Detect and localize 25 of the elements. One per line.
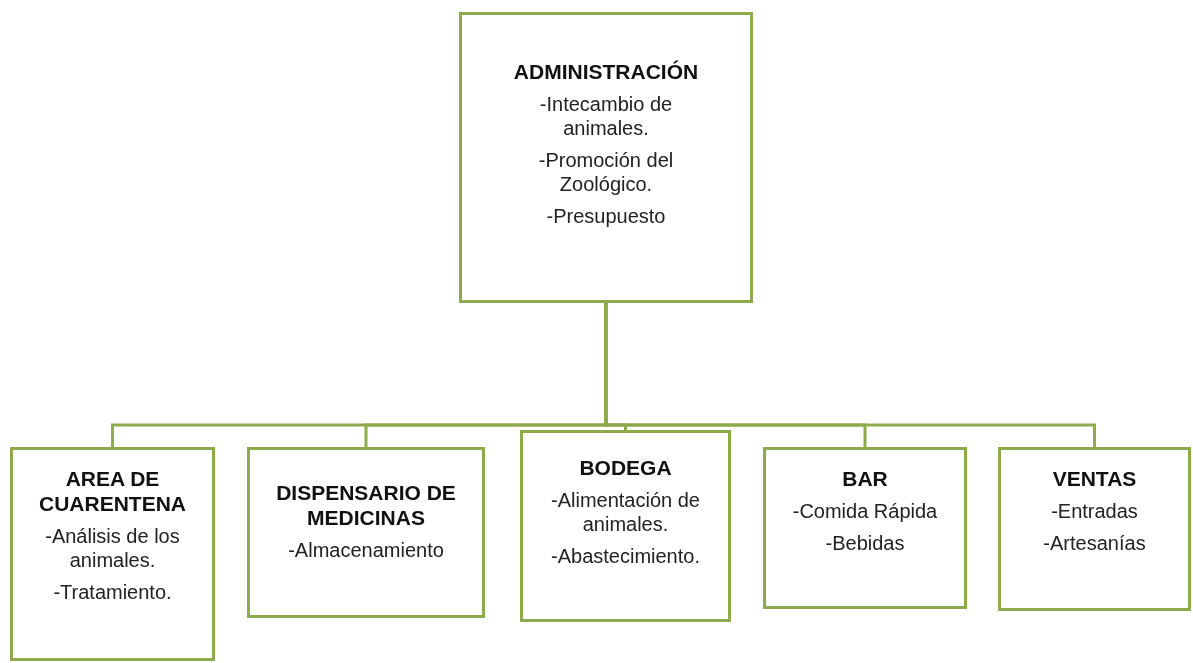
box-item: -Artesanías bbox=[1043, 531, 1146, 556]
box-item: -Abastecimiento. bbox=[551, 544, 700, 569]
box-item: -Bebidas bbox=[825, 531, 905, 556]
box-item: -Entradas bbox=[1051, 499, 1138, 524]
box-item: -Presupuesto bbox=[546, 204, 666, 229]
box-item: -Análisis de los animales. bbox=[44, 524, 181, 573]
org-box bbox=[998, 447, 1191, 611]
org-box bbox=[247, 447, 485, 618]
box-item: -Alimentación de animales. bbox=[550, 488, 701, 537]
connector-line bbox=[604, 303, 1096, 447]
box-item: -Comida Rápida bbox=[792, 499, 938, 524]
org-box bbox=[763, 447, 967, 609]
box-heading: DISPENSARIO DE MEDICINAS bbox=[275, 480, 457, 531]
box-item: -Intecambio de animales. bbox=[538, 92, 674, 141]
org-box bbox=[459, 12, 753, 303]
box-item: -Tratamiento. bbox=[53, 580, 172, 605]
box-heading: BAR bbox=[842, 466, 888, 492]
box-heading: BODEGA bbox=[579, 455, 672, 481]
box-heading: VENTAS bbox=[1052, 466, 1137, 492]
org-box bbox=[10, 447, 215, 661]
box-item: -Almacenamiento bbox=[288, 538, 444, 563]
box-heading: ADMINISTRACIÓN bbox=[513, 59, 699, 85]
box-item: -Promoción del Zoológico. bbox=[537, 148, 675, 197]
org-box bbox=[520, 430, 731, 622]
box-heading: AREA DE CUARENTENA bbox=[38, 466, 187, 517]
